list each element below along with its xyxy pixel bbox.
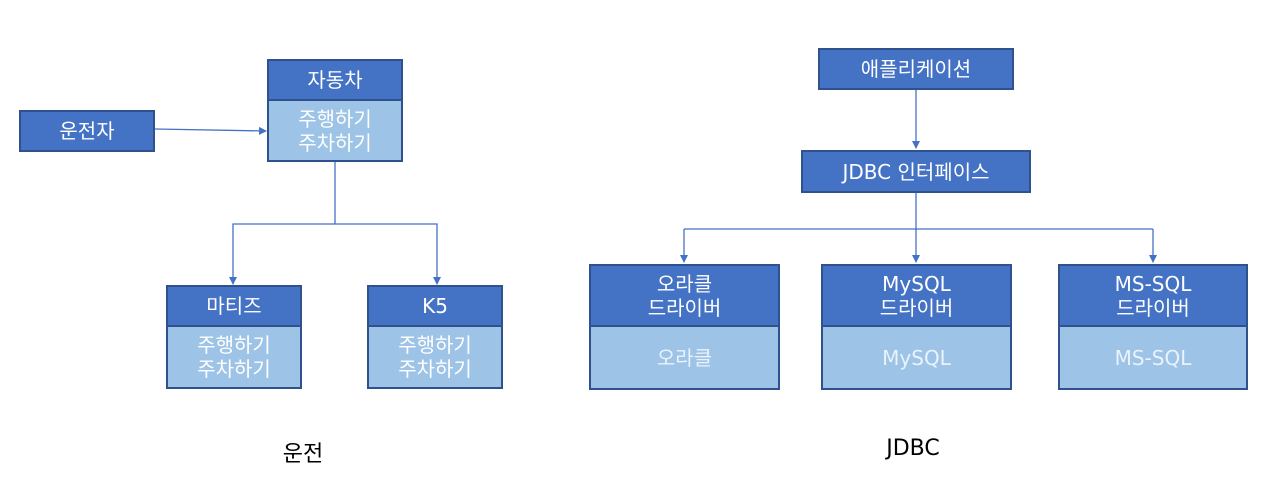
k5-title-label: K5 — [422, 294, 448, 318]
oracle-driver-title: 오라클 드라이버 — [589, 264, 780, 327]
jdbc-interface-box: JDBC 인터페이스 — [801, 150, 1031, 193]
oracle-driver-word: 드라이버 — [647, 295, 722, 320]
mysql-db-label: MySQL — [882, 345, 951, 370]
jdbc-interface-label: JDBC 인터페이스 — [842, 159, 990, 184]
driver-box: 운전자 — [19, 110, 155, 152]
k5-class-title: K5 — [367, 285, 503, 327]
matiz-class-methods: 주행하기 주차하기 — [166, 325, 302, 389]
mssql-driver-title: MS-SQL 드라이버 — [1058, 264, 1248, 327]
driver-label: 운전자 — [59, 119, 115, 143]
mysql-driver-word: 드라이버 — [879, 295, 954, 320]
car-class-title: 자동차 — [267, 59, 403, 101]
oracle-db-label: 오라클 — [656, 345, 713, 370]
driver-to-car-arrow — [154, 126, 267, 135]
car-method-drive: 주행하기 — [298, 106, 372, 131]
application-box: 애플리케이션 — [818, 48, 1014, 90]
k5-method-park: 주차하기 — [398, 357, 472, 381]
mssql-db-box: MS-SQL — [1058, 325, 1248, 390]
oracle-driver-name: 오라클 — [656, 271, 713, 296]
jdbc-caption: JDBC — [886, 436, 940, 461]
matiz-method-park: 주차하기 — [197, 357, 271, 381]
application-label: 애플리케이션 — [860, 57, 972, 81]
matiz-method-drive: 주행하기 — [197, 333, 271, 357]
car-to-k5-line — [335, 223, 441, 285]
mssql-db-label: MS-SQL — [1114, 345, 1192, 370]
car-method-park: 주차하기 — [298, 130, 372, 155]
matiz-title-label: 마티즈 — [206, 294, 262, 318]
driving-caption: 운전 — [282, 442, 324, 467]
k5-method-drive: 주행하기 — [398, 333, 472, 357]
matiz-class-title: 마티즈 — [166, 285, 302, 327]
mysql-driver-title: MySQL 드라이버 — [821, 264, 1012, 327]
car-to-subclasses-line — [229, 162, 336, 285]
mssql-driver-name: MS-SQL — [1114, 271, 1192, 296]
oracle-db-box: 오라클 — [589, 325, 780, 390]
car-class-methods: 주행하기 주차하기 — [267, 99, 403, 162]
mysql-driver-name: MySQL — [882, 271, 951, 296]
car-title-label: 자동차 — [307, 68, 363, 92]
mssql-driver-word: 드라이버 — [1116, 295, 1190, 320]
k5-class-methods: 주행하기 주차하기 — [367, 325, 503, 389]
mysql-db-box: MySQL — [821, 325, 1012, 390]
